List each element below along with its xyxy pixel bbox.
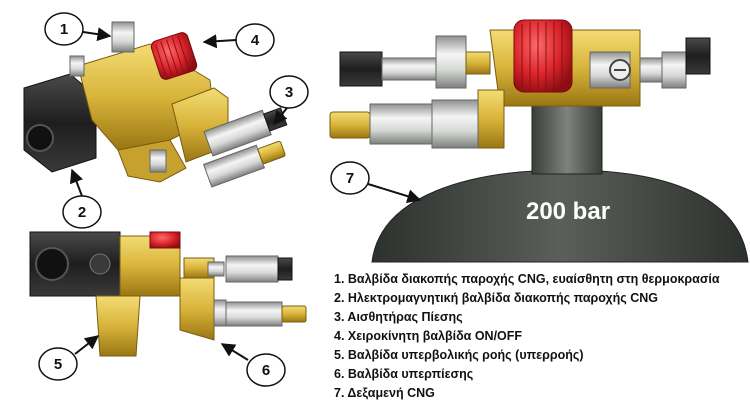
svg-text:7: 7 — [346, 170, 354, 187]
valve-side-view — [29, 231, 307, 357]
callout-2: 2 — [62, 168, 102, 229]
tank-pressure-label: 200 bar — [526, 198, 610, 225]
callout-5: 5 — [38, 335, 100, 381]
svg-text:1: 1 — [60, 21, 68, 38]
cng-tank-assembly: 200 bar — [329, 19, 749, 263]
legend-item-5: 5. Βαλβίδα υπερβολικής ροής (υπερροής) — [334, 348, 584, 362]
legend-item-1: 1. Βαλβίδα διακοπής παροχής CNG, ευαίσθη… — [334, 272, 720, 286]
tank-neck — [531, 105, 603, 175]
legend: 1. Βαλβίδα διακοπής παροχής CNG, ευαίσθη… — [334, 270, 744, 403]
legend-item-4: 4. Χειροκίνητη βαλβίδα ON/OFF — [334, 329, 523, 343]
solenoid-connector — [26, 124, 54, 152]
legend-item-7: 7. Δεξαμενή CNG — [334, 386, 435, 400]
excess-flow-valve — [95, 295, 141, 357]
legend-item-3: 3. Αισθητήρας Πίεσης — [334, 310, 463, 324]
svg-text:5: 5 — [54, 356, 62, 373]
thermal-fuse-fitting — [111, 21, 135, 53]
callout-1: 1 — [44, 12, 112, 46]
callout-3: 3 — [269, 75, 309, 126]
valve-top-view — [23, 21, 288, 188]
legend-item-2: 2. Ηλεκτρομαγνητική βαλβίδα διακοπής παρ… — [334, 291, 658, 305]
legend-item-6: 6. Βαλβίδα υπερπίεσης — [334, 367, 474, 381]
svg-text:4: 4 — [251, 32, 260, 49]
svg-text:6: 6 — [262, 362, 270, 379]
callout-4: 4 — [202, 23, 275, 57]
tank-handwheel-red — [513, 19, 573, 93]
svg-text:2: 2 — [78, 204, 86, 221]
svg-text:3: 3 — [285, 84, 293, 101]
callout-7: 7 — [330, 161, 422, 203]
callout-6: 6 — [220, 343, 286, 387]
